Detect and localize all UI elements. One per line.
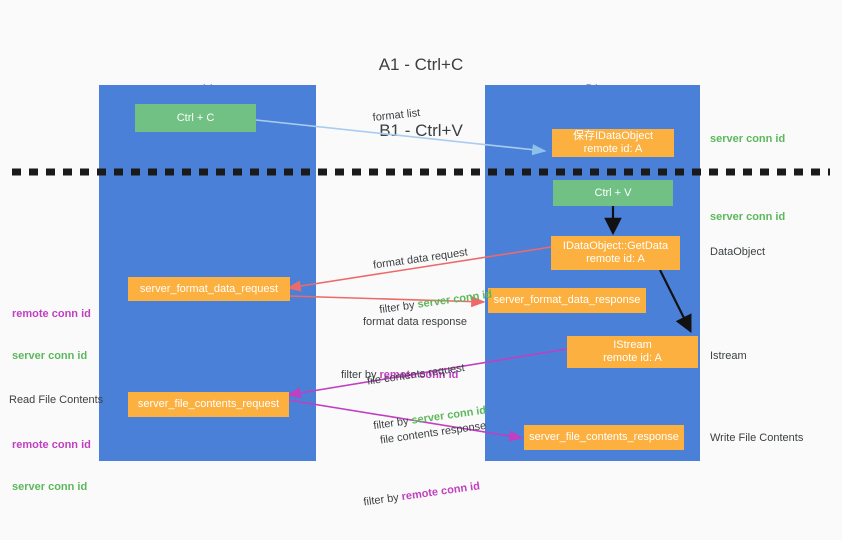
box-istream[interactable]: IStream remote id: A [567, 336, 698, 368]
label-left-conn-ids-2: remote conn id server conn id [12, 410, 91, 522]
label-format-data-response-filter: filter by remote conn id [341, 368, 467, 383]
filter-key-remote-conn-id: remote conn id [400, 480, 481, 504]
label-left-server-conn-id-1: server conn id [12, 350, 88, 362]
box-server-file-contents-request[interactable]: server_file_contents_request [128, 392, 289, 417]
label-file-contents-response: file contents response filter by remote … [363, 389, 500, 537]
label-right-dataobject: DataObject [710, 246, 766, 258]
box-getdata[interactable]: IDataObject::GetData remote id: A [551, 236, 680, 270]
label-format-data-response: format data response filter by remote co… [341, 285, 467, 413]
box-server-file-contents-response[interactable]: server_file_contents_response [524, 425, 684, 450]
label-left-server-conn-id-2: server conn id [12, 481, 88, 493]
box-ctrl-v[interactable]: Ctrl + V [553, 180, 673, 206]
box-server-format-data-request[interactable]: server_format_data_request [128, 277, 290, 301]
filter-prefix: filter by [341, 369, 380, 381]
label-left-read-file-contents: Read File Contents [9, 394, 104, 406]
title-line-1: A1 - Ctrl+C [378, 55, 464, 74]
label-left-conn-ids-1: remote conn id server conn id [12, 279, 91, 391]
filter-prefix: filter by [362, 491, 403, 509]
box-ctrl-c[interactable]: Ctrl + C [135, 104, 256, 132]
label-right-server-conn-id-mid: server conn id [710, 211, 786, 223]
label-right-istream: Istream [710, 350, 747, 362]
label-file-contents-request-text: file contents request [366, 361, 466, 388]
label-left-remote-conn-id-2: remote conn id [12, 439, 91, 451]
label-right-server-conn-id-top: server conn id [710, 133, 786, 145]
label-format-data-request-text: format data request [372, 246, 469, 272]
label-left-remote-conn-id-1: remote conn id [12, 308, 91, 320]
box-save-dataobject[interactable]: 保存IDataObject remote id: A [552, 129, 674, 157]
label-file-contents-response-filter: filter by remote conn id [363, 477, 496, 510]
filter-key-remote-conn-id: remote conn id [379, 369, 459, 381]
label-format-data-response-text: format data response [363, 316, 467, 328]
label-file-contents-response-text: file contents response [379, 419, 487, 447]
box-server-format-data-response[interactable]: server_format_data_response [488, 288, 646, 313]
label-right-write-file-contents: Write File Contents [710, 432, 804, 444]
